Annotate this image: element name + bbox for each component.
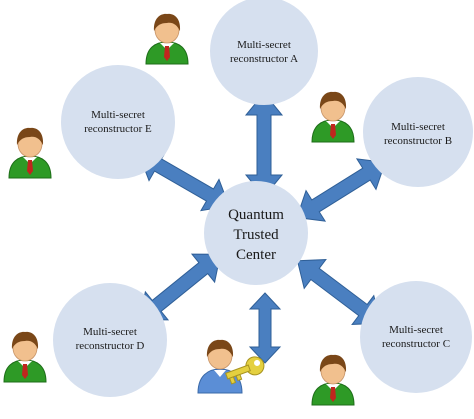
node-quantum-trusted-center: Quantum Trusted Center xyxy=(204,181,308,285)
user-icon xyxy=(145,13,189,65)
node-reconstructor-d: Multi-secret reconstructor D xyxy=(53,283,167,397)
center-line-3: Center xyxy=(236,247,276,263)
key-icon xyxy=(225,356,265,385)
node-a-line-2: reconstructor A xyxy=(230,53,298,65)
user-icon xyxy=(311,91,355,143)
admin-key-icon xyxy=(197,339,265,394)
node-d-line-1: Multi-secret xyxy=(83,326,137,338)
node-e-line-2: reconstructor E xyxy=(84,123,152,135)
node-a-line-1: Multi-secret xyxy=(237,39,291,51)
node-reconstructor-b: Multi-secret reconstructor B xyxy=(363,77,473,187)
node-b-line-2: reconstructor B xyxy=(384,135,452,147)
center-line-2: Trusted xyxy=(233,227,279,243)
node-d-line-2: reconstructor D xyxy=(76,340,145,352)
node-c-line-2: reconstructor C xyxy=(382,338,450,350)
user-icon xyxy=(311,354,355,406)
arrow-center-admin xyxy=(248,292,282,364)
user-icon xyxy=(8,127,52,179)
node-reconstructor-e: Multi-secret reconstructor E xyxy=(61,65,175,179)
node-reconstructor-a: Multi-secret reconstructor A xyxy=(210,0,318,105)
center-line-1: Quantum xyxy=(228,207,284,223)
node-b-line-1: Multi-secret xyxy=(391,121,445,133)
user-icon xyxy=(3,331,47,383)
arrows xyxy=(138,92,386,364)
node-reconstructor-c: Multi-secret reconstructor C xyxy=(360,281,472,393)
node-e-line-1: Multi-secret xyxy=(91,109,145,121)
node-c-line-1: Multi-secret xyxy=(389,324,443,336)
